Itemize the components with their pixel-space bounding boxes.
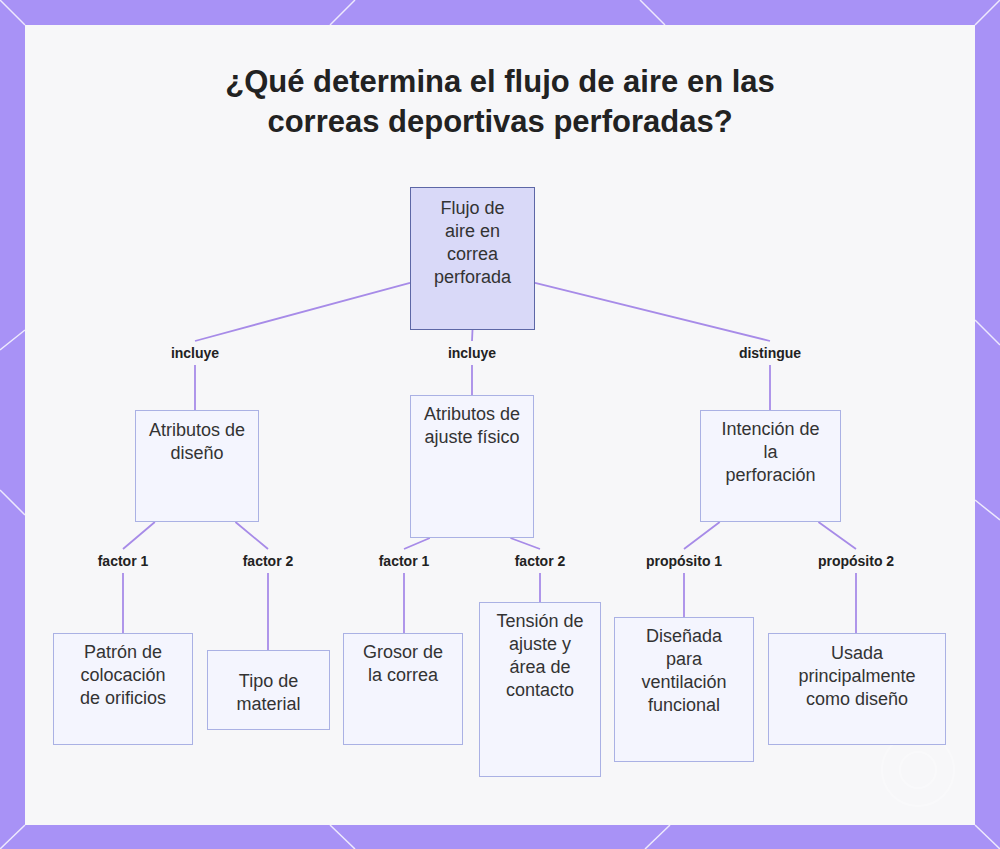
concept-box: Atributos de ajuste físico (410, 395, 534, 538)
concept-box: Tipo de material (207, 650, 330, 730)
connector-line (684, 522, 720, 617)
edge-label: factor 2 (515, 553, 566, 569)
concept-box: Grosor de la correa (343, 633, 463, 745)
box-text: Patrón de colocación de orificios (68, 641, 178, 710)
edge-label: incluye (171, 345, 219, 361)
concept-box: Tensión de ajuste y área de contacto (479, 602, 601, 777)
box-text: Atributos de ajuste físico (423, 403, 521, 449)
edge-label: factor 1 (379, 553, 430, 569)
box-text: Atributos de diseño (148, 419, 246, 465)
content-panel (25, 25, 975, 825)
connector-line (471, 330, 473, 395)
edge-label: factor 2 (243, 553, 294, 569)
edge-label: incluye (448, 345, 496, 361)
concept-box: Usada principalmente como diseño (768, 633, 946, 745)
diagram-title: ¿Qué determina el flujo de aire en las c… (200, 62, 800, 142)
connector-line (195, 283, 410, 410)
box-text: Grosor de la correa (354, 641, 452, 687)
connector-line (535, 283, 770, 410)
connector-line (510, 538, 540, 602)
box-text: Tensión de ajuste y área de contacto (494, 610, 586, 702)
connector-line (404, 538, 430, 633)
concept-box: Diseñada para ventilación funcional (614, 617, 754, 762)
root-box: Flujo de aire en correa perforada (410, 187, 535, 330)
concept-box: Patrón de colocación de orificios (53, 633, 193, 745)
edge-label: distingue (739, 345, 801, 361)
box-text: Usada principalmente como diseño (791, 642, 923, 711)
edge-label: propósito 2 (818, 553, 894, 569)
connector-line (235, 522, 268, 650)
box-text: Diseñada para ventilación funcional (639, 625, 729, 717)
connector-line (818, 522, 856, 633)
edge-label: factor 1 (98, 553, 149, 569)
box-text: Tipo de material (220, 670, 317, 716)
box-text: Intención de la perforación (719, 418, 822, 487)
box-text: Flujo de aire en correa perforada (427, 197, 518, 289)
connector-line (123, 522, 155, 633)
concept-box: Atributos de diseño (135, 410, 259, 522)
edge-label: propósito 1 (646, 553, 722, 569)
concept-box: Intención de la perforación (700, 410, 841, 522)
